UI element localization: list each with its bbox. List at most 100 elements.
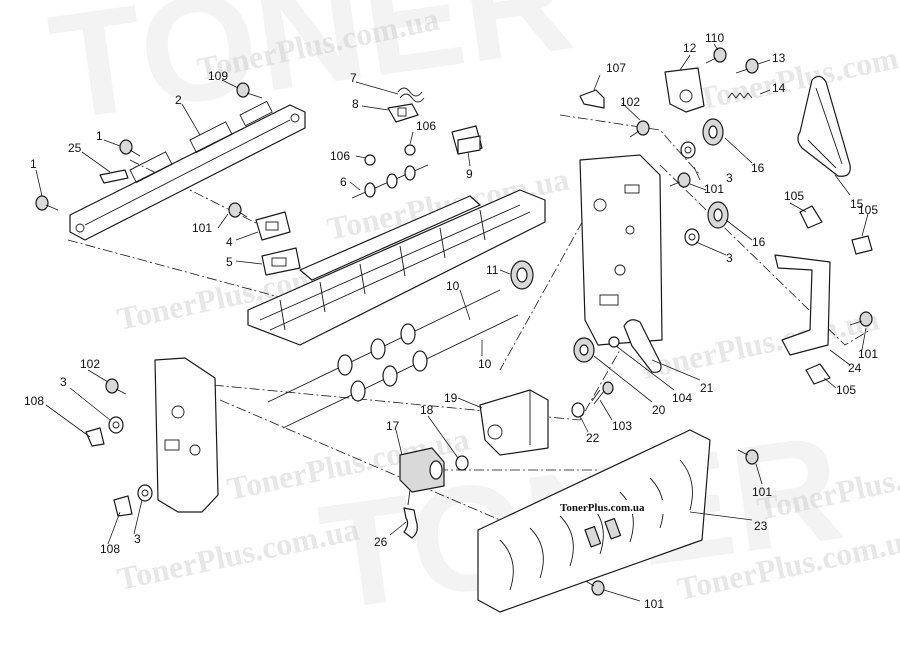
callout-3: 3 bbox=[726, 251, 733, 265]
callout-1: 1 bbox=[96, 129, 103, 143]
callout-24: 24 bbox=[848, 361, 862, 375]
part-4-holder bbox=[255, 211, 291, 241]
callout-25: 25 bbox=[68, 141, 82, 155]
part-105-clip-upper bbox=[799, 205, 823, 229]
callout-labels: 1 1 2 25 109 101 4 5 7 8 106 106 6 9 11 … bbox=[24, 31, 878, 611]
part-21-timing-belt bbox=[623, 319, 662, 373]
callout-108: 108 bbox=[24, 394, 44, 408]
callout-9: 9 bbox=[466, 167, 473, 181]
callout-102: 102 bbox=[620, 95, 640, 109]
washer-22 bbox=[571, 402, 585, 418]
screw-103 bbox=[591, 381, 614, 405]
callout-11: 11 bbox=[486, 263, 499, 277]
part-5-holder bbox=[261, 247, 301, 276]
callout-101: 101 bbox=[704, 182, 724, 196]
watermark-layer: TONER TONER TonerPlus.com.ua TonerPlus.c… bbox=[41, 0, 900, 642]
watermark-banner-text: TonerPlus.com.ua bbox=[560, 502, 645, 514]
callout-12: 12 bbox=[683, 41, 697, 55]
callout-101: 101 bbox=[192, 221, 212, 235]
part-24-bracket bbox=[774, 254, 831, 356]
callout-14: 14 bbox=[772, 81, 786, 95]
part-105-clip-lower bbox=[805, 363, 831, 385]
screw-110 bbox=[705, 47, 727, 64]
screw-101-left bbox=[228, 202, 248, 218]
callout-109: 109 bbox=[208, 69, 228, 83]
callout-106: 106 bbox=[416, 119, 436, 133]
part-105-clip-right bbox=[851, 235, 873, 255]
part-106-e-ring-b bbox=[364, 154, 376, 166]
callout-3: 3 bbox=[60, 375, 67, 389]
left-side-plate bbox=[154, 357, 219, 513]
callout-1: 1 bbox=[30, 157, 37, 171]
callout-22: 22 bbox=[586, 431, 600, 445]
part-7-spring bbox=[397, 87, 425, 103]
watermark-big-text: TONER bbox=[41, 0, 582, 152]
screw-101-lower-right bbox=[737, 449, 759, 465]
callout-10: 10 bbox=[446, 279, 460, 293]
callout-102: 102 bbox=[80, 357, 100, 371]
part-104-e-ring bbox=[608, 336, 620, 348]
watermark-site-text: TonerPlus.com.ua bbox=[694, 30, 900, 116]
callout-21: 21 bbox=[700, 381, 714, 395]
part-107-clip bbox=[579, 89, 605, 109]
part-12-bracket-plate bbox=[664, 67, 705, 113]
callout-107: 107 bbox=[606, 61, 626, 75]
part-15-drive-belt bbox=[797, 75, 851, 177]
callout-101: 101 bbox=[858, 347, 878, 361]
callout-4: 4 bbox=[226, 235, 233, 249]
callout-105: 105 bbox=[858, 203, 878, 217]
part-20-pulley bbox=[573, 337, 595, 363]
callout-105: 105 bbox=[784, 189, 804, 203]
part-16-gear-upper bbox=[702, 118, 724, 146]
callout-106: 106 bbox=[330, 149, 350, 163]
callout-103: 103 bbox=[612, 419, 632, 433]
part-14-spring bbox=[727, 92, 753, 99]
part-108-clip-lower bbox=[113, 495, 133, 517]
right-side-plate bbox=[579, 154, 663, 346]
screw-13 bbox=[735, 58, 759, 74]
part-17-motor bbox=[399, 447, 445, 506]
watermark-banner: TonerPlus.com.ua bbox=[548, 500, 683, 514]
callout-8: 8 bbox=[352, 97, 359, 111]
callout-10: 10 bbox=[478, 357, 492, 371]
callout-2: 2 bbox=[175, 93, 182, 107]
center-paper-guide-frame bbox=[247, 189, 546, 346]
bushing-18 bbox=[455, 455, 469, 471]
part-25-label-tab bbox=[99, 169, 129, 184]
callout-18: 18 bbox=[420, 403, 434, 417]
screw-set bbox=[35, 47, 873, 596]
screw-101-far-right bbox=[849, 311, 873, 327]
bushing-3-left-lower bbox=[137, 484, 153, 502]
callout-3: 3 bbox=[726, 171, 733, 185]
part-2-rail-bracket bbox=[69, 100, 306, 241]
screw-1a bbox=[35, 195, 59, 211]
part-8-clip bbox=[387, 103, 419, 123]
callout-23: 23 bbox=[754, 519, 768, 533]
bushing-3-left-upper bbox=[108, 416, 124, 434]
part-9-bracket bbox=[451, 125, 483, 155]
screw-102-left bbox=[105, 378, 127, 395]
bushing-3-mid bbox=[684, 228, 700, 246]
part-16-gear-lower bbox=[707, 201, 729, 229]
leader-lines bbox=[35, 43, 869, 602]
part-10-roller-shaft-lower bbox=[282, 314, 519, 429]
part-108-clip-upper bbox=[85, 427, 105, 447]
callout-6: 6 bbox=[340, 175, 347, 189]
callout-108: 108 bbox=[100, 542, 120, 556]
screw-101-upper-right bbox=[669, 172, 691, 188]
callout-105: 105 bbox=[836, 383, 856, 397]
screw-109 bbox=[236, 82, 263, 99]
watermark-site-text: TonerPlus.com.ua bbox=[634, 300, 882, 386]
callout-7: 7 bbox=[350, 71, 357, 85]
callout-15: 15 bbox=[850, 197, 864, 211]
part-6-shaft bbox=[351, 164, 429, 199]
callout-3: 3 bbox=[134, 532, 141, 546]
callout-101: 101 bbox=[644, 597, 664, 611]
callout-5: 5 bbox=[226, 255, 233, 269]
part-11-gear bbox=[510, 260, 534, 290]
screw-102-top bbox=[629, 120, 650, 138]
callout-26: 26 bbox=[374, 535, 388, 549]
callout-13: 13 bbox=[772, 51, 786, 65]
